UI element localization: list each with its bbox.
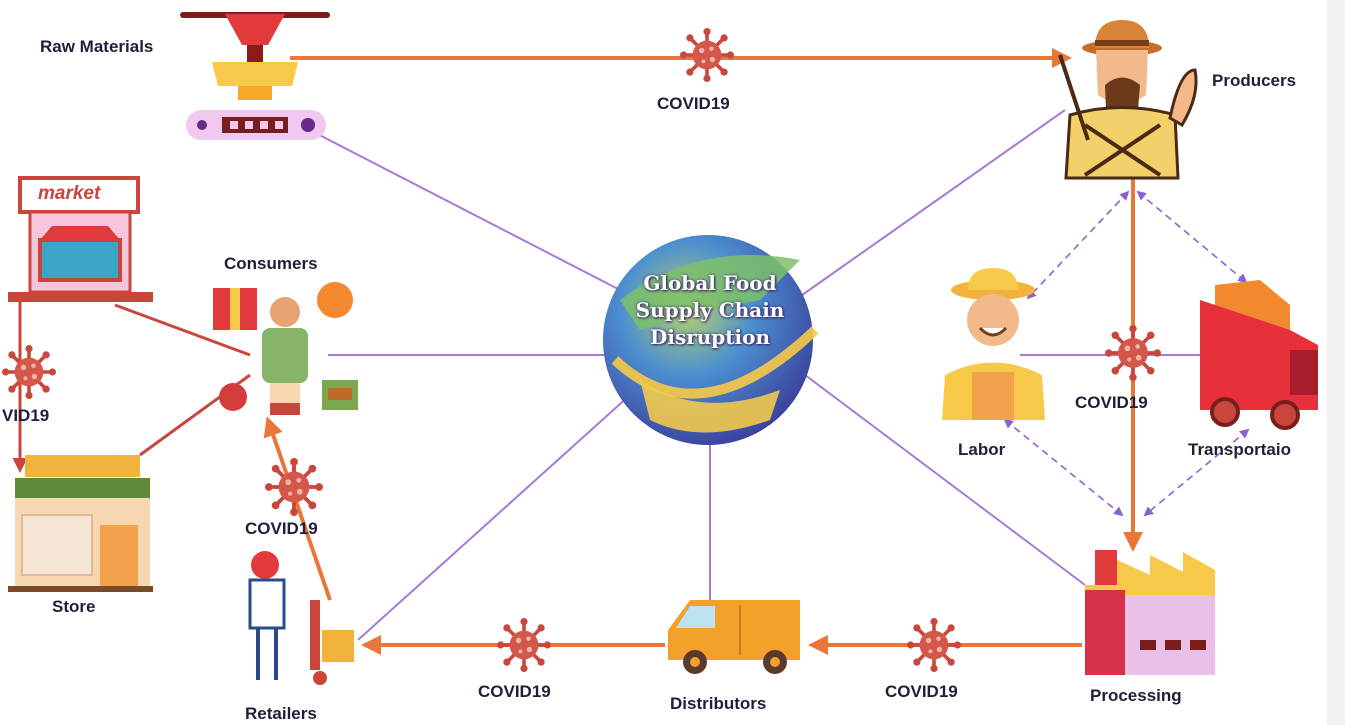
market-label: market: [38, 183, 101, 204]
arrow-retailers-to-consumers: [263, 416, 332, 601]
covid-label-left: VID19: [2, 406, 50, 425]
globe-icon: [603, 235, 819, 445]
covid-label-retailers: COVID19: [245, 519, 318, 538]
spoke-processing: [804, 374, 1086, 586]
processing-label: Processing: [1090, 686, 1182, 705]
producers-icon: [1058, 20, 1198, 180]
distributors-icon: [668, 600, 800, 674]
center-title-line-1: Global Food: [643, 271, 777, 295]
spoke-lines: [299, 109, 1210, 641]
virus-icon: [265, 458, 323, 516]
raw-materials-icon: [180, 12, 330, 140]
virus-icon: [1105, 325, 1161, 381]
store-label: Store: [52, 597, 96, 616]
covid-label-bottom-left: COVID19: [478, 682, 551, 701]
center-title-line-3: Disruption: [650, 325, 770, 349]
distributors-label: Distributors: [670, 694, 767, 713]
center-title: Global Food Supply Chain Disruption: [600, 270, 820, 351]
producers-label: Producers: [1212, 71, 1297, 90]
virus-icons: [2, 28, 1161, 672]
labor-icon: [942, 268, 1045, 420]
virus-icon: [907, 618, 961, 672]
consumers-icon: [213, 282, 358, 415]
spoke-producers: [794, 109, 1066, 301]
consumers-label: Consumers: [224, 254, 318, 273]
virus-icon: [2, 345, 56, 399]
raw-materials-label: Raw Materials: [40, 37, 154, 56]
covid-label-right: COVID19: [1075, 393, 1148, 412]
dashed-links: [1003, 190, 1250, 517]
transportation-label: Transportaio: [1188, 440, 1291, 459]
retailers-label: Retailers: [245, 704, 317, 723]
covid-label-top: COVID19: [657, 94, 730, 113]
retailers-icon: [248, 551, 354, 685]
transportation-icon: [1200, 280, 1318, 430]
processing-icon: [1085, 550, 1215, 675]
market-icon: [8, 176, 153, 302]
covid-label-bottom-right: COVID19: [885, 682, 958, 701]
center-title-line-2: Supply Chain: [635, 298, 785, 322]
virus-icon: [497, 618, 551, 672]
spoke-raw-materials: [299, 124, 621, 291]
right-edge-strip: [1327, 0, 1345, 725]
labor-label: Labor: [958, 440, 1006, 459]
virus-icon: [680, 28, 734, 82]
store-icon: [8, 455, 153, 592]
spoke-retailers: [357, 394, 631, 641]
